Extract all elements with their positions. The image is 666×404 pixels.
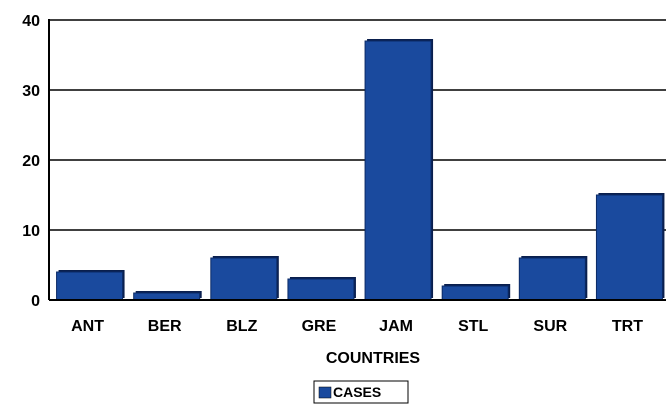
legend-swatch	[318, 386, 332, 399]
y-tick-label: 40	[22, 13, 40, 30]
y-tick-label: 0	[31, 293, 40, 310]
y-tick-label: 10	[22, 223, 40, 240]
x-tick-label: BER	[148, 318, 182, 335]
x-tick-label: TRT	[612, 318, 643, 335]
y-tick-labels: 0 10 20 30 40	[22, 13, 40, 310]
bar-ber	[133, 292, 201, 301]
x-tick-labels: ANT BER BLZ GRE JAM STL SUR TRT	[71, 318, 643, 335]
x-tick-label: GRE	[302, 318, 337, 335]
bar-blz	[210, 257, 278, 301]
bar-gre	[287, 278, 355, 301]
x-axis-label: COUNTRIES	[326, 350, 421, 367]
grid-lines	[49, 19, 666, 231]
bar-jam	[364, 40, 432, 301]
x-tick-label: SUR	[533, 318, 567, 335]
bar-trt	[595, 194, 663, 301]
x-tick-label: ANT	[71, 318, 104, 335]
x-tick-label: JAM	[379, 318, 413, 335]
bar-stl	[441, 285, 509, 301]
bar-sur	[518, 257, 586, 301]
axes	[48, 19, 666, 301]
x-tick-label: BLZ	[226, 318, 257, 335]
legend-box	[313, 380, 409, 404]
x-tick-label: STL	[458, 318, 488, 335]
legend-label: CASES	[333, 384, 381, 400]
legend: CASES	[313, 380, 409, 404]
y-tick-label: 20	[22, 153, 40, 170]
bar-ant	[56, 271, 124, 301]
bars	[56, 39, 665, 301]
y-tick-label: 30	[22, 83, 40, 100]
